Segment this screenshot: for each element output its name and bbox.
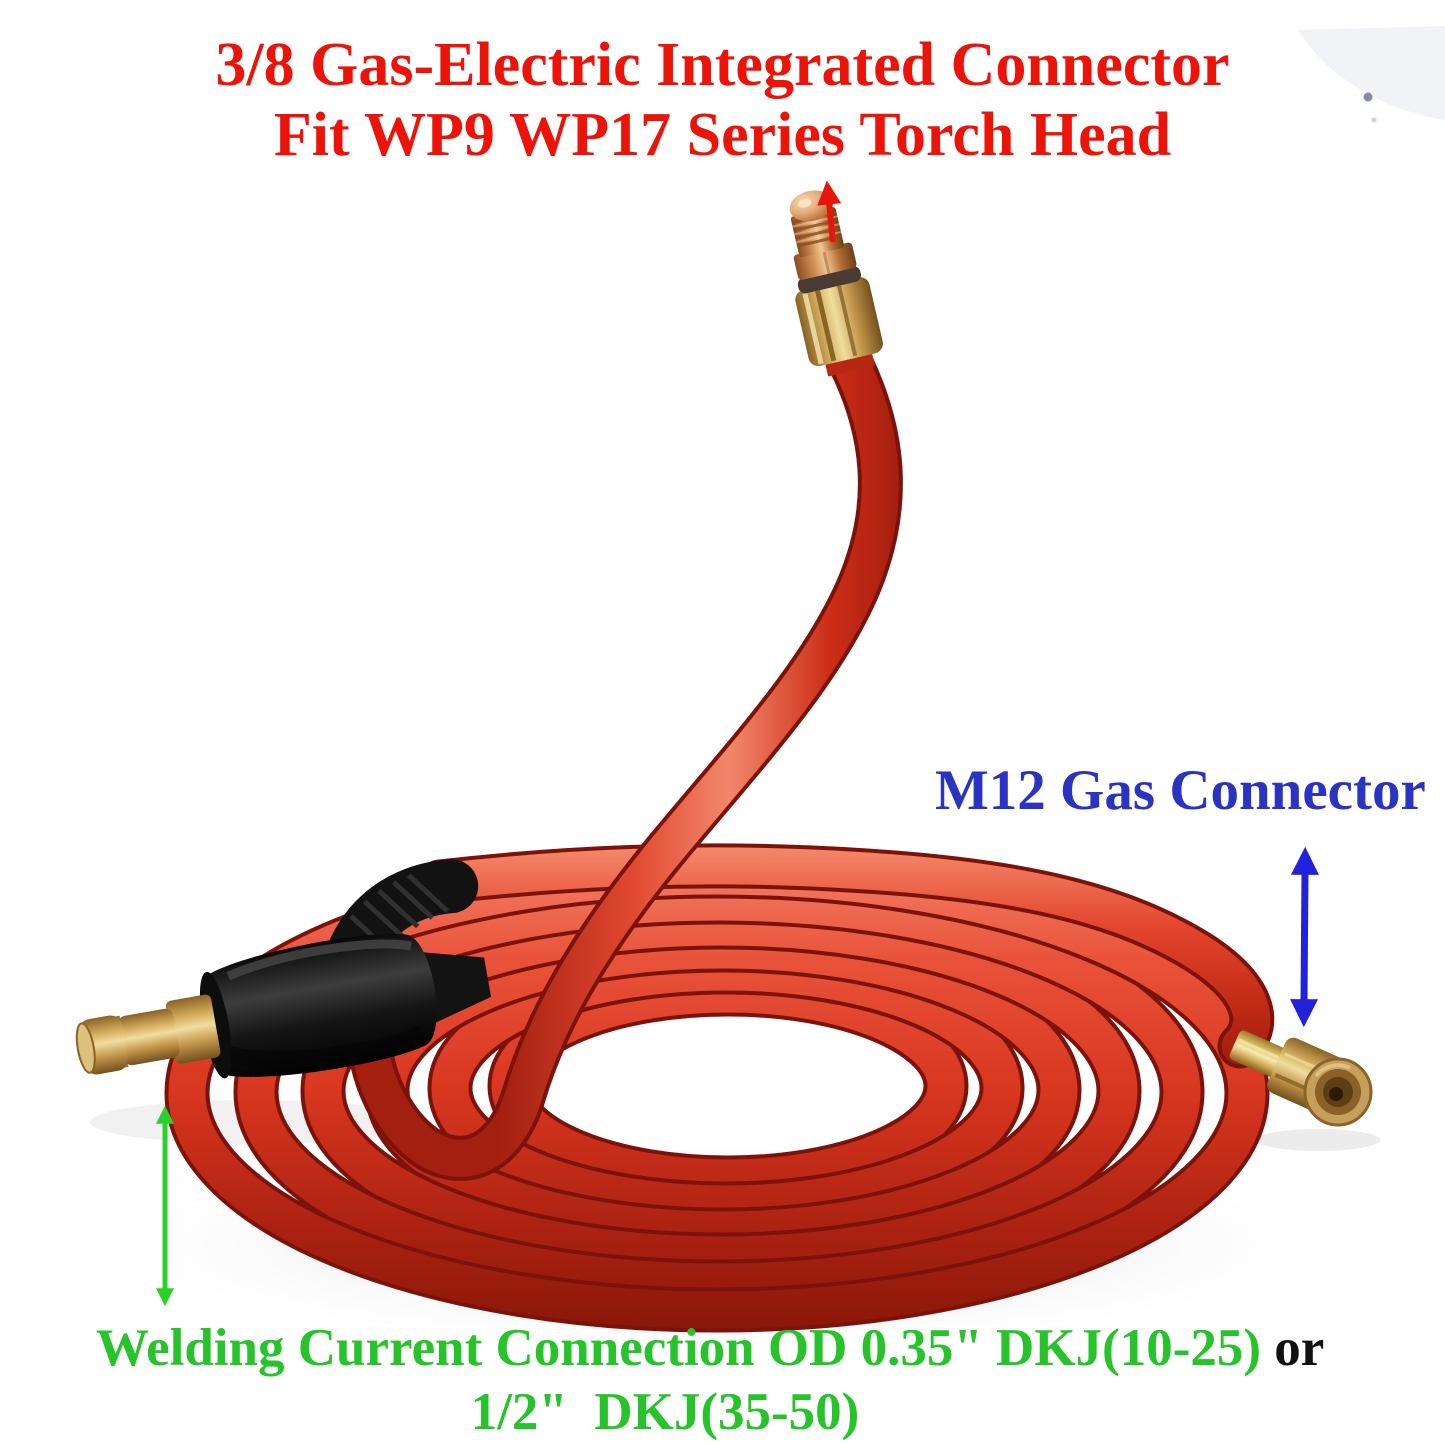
title: 3/8 Gas-Electric Integrated Connector Fi… xyxy=(0,30,1445,170)
gas-connector-label: M12 Gas Connector xyxy=(935,759,1426,822)
title-line2: Fit WP9 WP17 Series Torch Head xyxy=(273,101,1172,170)
watermark-smudge xyxy=(1298,26,1445,123)
current-connection-or-text: or xyxy=(1261,1319,1325,1377)
hose-to-gas-connector xyxy=(417,843,1275,1069)
dinse-connector xyxy=(75,859,492,1079)
dinse-brass-collar xyxy=(165,994,221,1064)
torch-connector-oring xyxy=(797,266,862,294)
m12-floor-shadow xyxy=(1256,1129,1380,1151)
title-line1: 3/8 Gas-Electric Integrated Connector xyxy=(215,31,1230,99)
gas-connector-arrow xyxy=(1290,846,1319,1028)
current-connection-label-line2: 1/2" DKJ(35-50) xyxy=(470,1383,860,1441)
dinse-pin-shaft xyxy=(118,1008,180,1066)
m12-gas-connector xyxy=(1229,1030,1373,1127)
current-connection-green-text: Welding Current Connection OD 0.35" DKJ(… xyxy=(96,1319,1261,1377)
current-connection-label-line1: Welding Current Connection OD 0.35" DKJ(… xyxy=(96,1318,1324,1378)
torch-head-arrow xyxy=(817,180,842,243)
riser-hose xyxy=(347,329,903,1181)
